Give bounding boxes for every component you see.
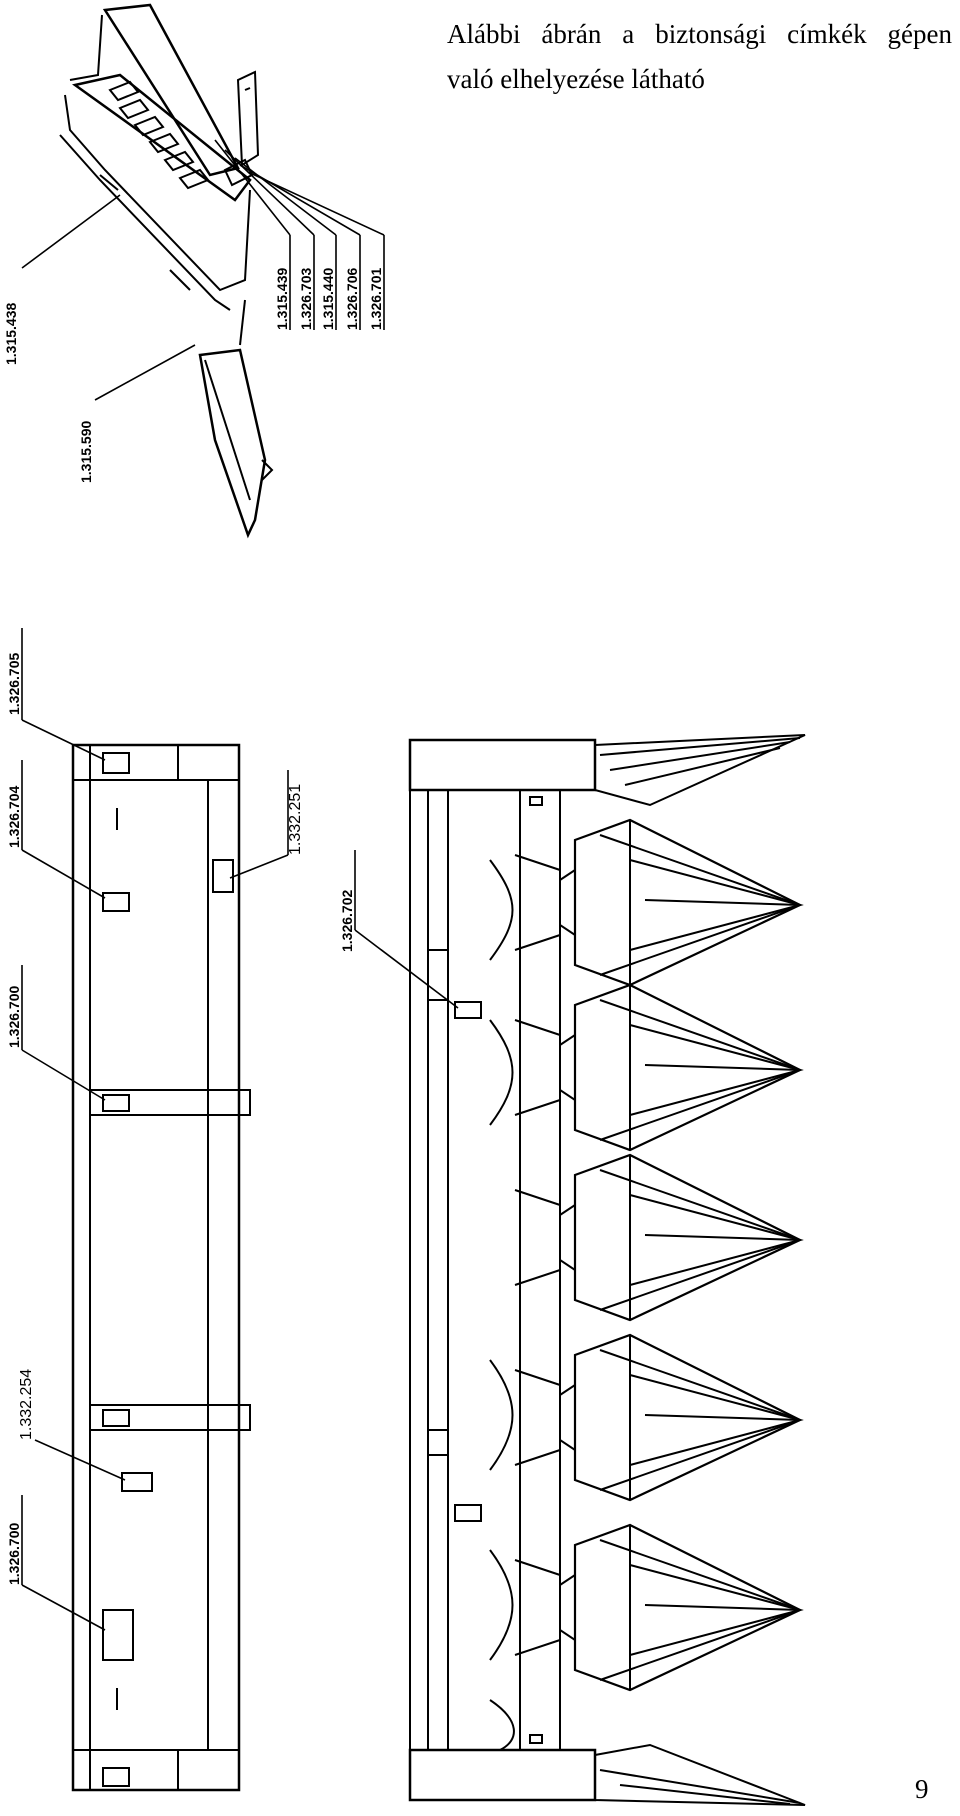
cone xyxy=(489,983,804,1152)
side-view-labels: 1.315.438 1.315.590 1.315.439 1.326.703 … xyxy=(3,268,384,483)
side-view-machine xyxy=(59,3,274,539)
cone xyxy=(489,1523,804,1692)
page-number: 9 xyxy=(915,1774,929,1804)
caption-line-1: Alábbi ábrán a biztonsági címkék gépen xyxy=(447,19,952,49)
label-1-326-701: 1.326.701 xyxy=(368,268,384,330)
rear-view-labels: 1.326.705 1.326.704 1.332.251 1.326.700 … xyxy=(6,653,304,1585)
side-view-leaders xyxy=(21,139,385,401)
rear-view-frame xyxy=(71,743,251,1792)
label-1-326-706: 1.326.706 xyxy=(344,268,360,330)
label-1-326-700-bottom: 1.326.700 xyxy=(6,1523,22,1585)
caption: Alábbi ábrán a biztonsági címkék gépen v… xyxy=(447,12,952,102)
label-1-332-254: 1.332.254 xyxy=(18,1369,35,1440)
label-1-326-702: 1.326.702 xyxy=(339,890,355,952)
cone xyxy=(489,1333,804,1502)
label-1-326-703: 1.326.703 xyxy=(298,268,314,330)
rear-view-leaders xyxy=(21,628,289,1631)
front-view-leaders xyxy=(354,850,459,1009)
label-1-315-438: 1.315.438 xyxy=(3,303,19,365)
label-1-315-440: 1.315.440 xyxy=(320,268,336,330)
caption-line-2: való elhelyezése látható xyxy=(447,64,705,94)
label-1-315-590: 1.315.590 xyxy=(78,421,94,483)
label-1-326-705: 1.326.705 xyxy=(6,653,22,715)
front-view-labels: 1.326.702 xyxy=(339,890,355,952)
label-1-326-700-top: 1.326.700 xyxy=(6,986,22,1048)
label-1-332-251: 1.332.251 xyxy=(287,784,304,855)
front-view-frame xyxy=(408,734,806,1806)
front-view-cones xyxy=(489,818,804,1751)
cone xyxy=(514,1153,804,1322)
cone xyxy=(489,818,804,987)
label-1-326-704: 1.326.704 xyxy=(6,786,22,848)
label-1-315-439: 1.315.439 xyxy=(274,268,290,330)
